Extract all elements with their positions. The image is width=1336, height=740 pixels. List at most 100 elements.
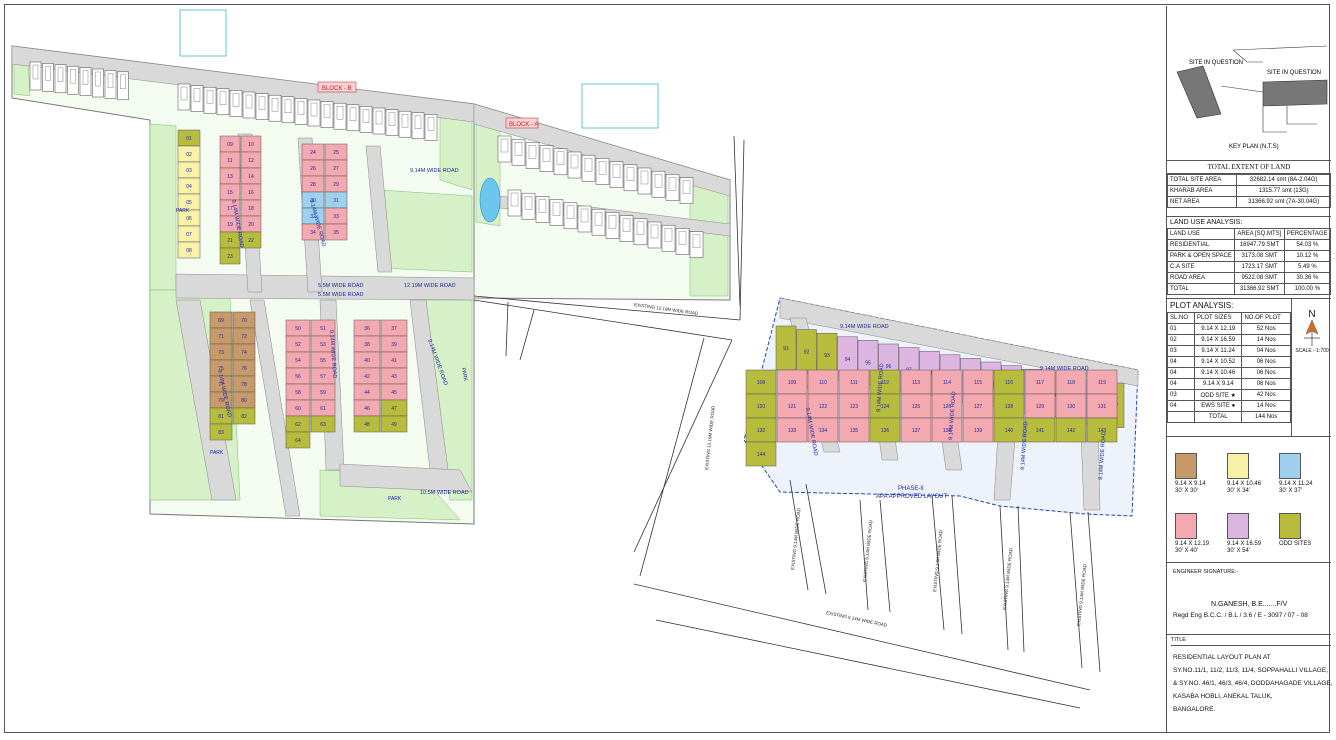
legend-swatch — [1227, 513, 1249, 539]
plot-number: 30 — [310, 198, 316, 204]
plot-number: 33 — [333, 214, 339, 220]
plot-number: 17 — [227, 206, 233, 212]
house-room — [524, 195, 533, 210]
plot-number: 12 — [248, 158, 254, 164]
plot-number: 13 — [227, 174, 233, 180]
plot-cell — [838, 417, 870, 443]
existing-road-label: EXISTING 9.14M WIDE ROAD — [862, 519, 874, 582]
house-unit — [507, 189, 522, 217]
legend-feet: 30' X 34' — [1227, 488, 1250, 494]
house-room — [375, 110, 383, 125]
table-cell: 03 — [1166, 389, 1196, 401]
plot-number: 122 — [819, 404, 828, 410]
plot-number: 94 — [845, 357, 851, 363]
house-unit — [385, 109, 399, 136]
plot-number: 96 — [886, 364, 892, 370]
table-cell: 30.36 % — [1283, 272, 1332, 284]
plot-cell — [219, 247, 241, 265]
table-cell: 04 — [1166, 400, 1196, 412]
plot-number: 70 — [241, 318, 247, 324]
plot-number: 78 — [241, 382, 247, 388]
house-room — [193, 88, 201, 102]
table-cell: 1723.17 SMT — [1234, 261, 1285, 273]
house-room — [510, 192, 519, 207]
plot-number: 39 — [391, 342, 397, 348]
plot-number: 121 — [788, 404, 797, 410]
plot-cell — [310, 415, 336, 433]
house-room — [32, 64, 39, 80]
table-cell: 100.00 % — [1283, 283, 1332, 295]
table-cell: 9.14 X 11.24 — [1194, 345, 1243, 357]
house-room — [271, 97, 279, 112]
house-room — [82, 70, 89, 85]
house-unit — [255, 93, 269, 120]
house-room — [284, 99, 292, 114]
legend-item: ODD SITES — [1279, 513, 1311, 548]
plot-cell — [993, 393, 1025, 419]
table-cell: 3173.08 SMT — [1234, 250, 1285, 262]
plot-number: 138 — [943, 428, 952, 434]
plot-number: 09 — [227, 142, 233, 148]
plot-number: 40 — [364, 358, 370, 364]
plot-cell — [745, 441, 777, 467]
house-unit — [411, 112, 425, 140]
house-unit — [633, 218, 648, 246]
plot-number: 92 — [804, 350, 810, 356]
house-unit — [67, 65, 79, 95]
plot-cell — [931, 417, 963, 443]
existing-road-label: EXISTING 9.14M WIDE ROAD — [1076, 563, 1088, 626]
plot-cell — [1055, 417, 1087, 443]
engineer-reg: Regd Eng B.C.C. / B.L / 3.6 / E - 3097 /… — [1173, 612, 1308, 619]
house-unit — [577, 205, 592, 233]
house-unit — [567, 151, 582, 179]
plot-number: 131 — [1098, 404, 1107, 410]
key-plan-site-label: SITE IN QUESTION — [1189, 60, 1243, 66]
key-plan-box: SITE IN QUESTION SITE IN QUESTION KEY PL… — [1167, 6, 1331, 170]
table-cell: 14 Nos — [1241, 334, 1291, 346]
plot-cell — [993, 417, 1025, 443]
house-room — [626, 167, 635, 182]
plot-number: 72 — [241, 334, 247, 340]
plot-cell — [324, 223, 348, 241]
house-room — [500, 138, 509, 153]
plot-number: 91 — [783, 346, 789, 352]
road-label: 9.14M WIDE ROAD — [948, 391, 957, 440]
house-unit — [535, 196, 550, 223]
plot-number: 02 — [186, 152, 192, 158]
plot-number: 124 — [881, 404, 890, 410]
table-cell: 54.03 % — [1283, 239, 1332, 251]
house-room — [552, 202, 561, 216]
plot-cell — [1024, 393, 1056, 419]
house-room — [180, 86, 188, 101]
plot-cell — [301, 223, 325, 241]
plot-cell — [807, 393, 839, 419]
house-room — [692, 234, 701, 248]
legend-swatch — [1279, 453, 1301, 479]
plot-number: 51 — [320, 326, 326, 332]
plot-number: 20 — [248, 222, 254, 228]
house-unit — [294, 98, 308, 125]
plot-number: 32 — [310, 214, 316, 220]
table-cell: 06 Nos — [1241, 356, 1291, 368]
plot-number: 19 — [227, 222, 233, 228]
plot-number: 95 — [865, 360, 871, 366]
legend-swatch — [1175, 453, 1197, 479]
inset-drawing-block-b — [179, 9, 227, 57]
road-label: 9.14M WIDE ROAD — [410, 168, 459, 174]
house-unit — [281, 96, 295, 124]
plot-cell — [1055, 393, 1087, 419]
road-label: 10.5M WIDE ROAD — [420, 490, 469, 496]
